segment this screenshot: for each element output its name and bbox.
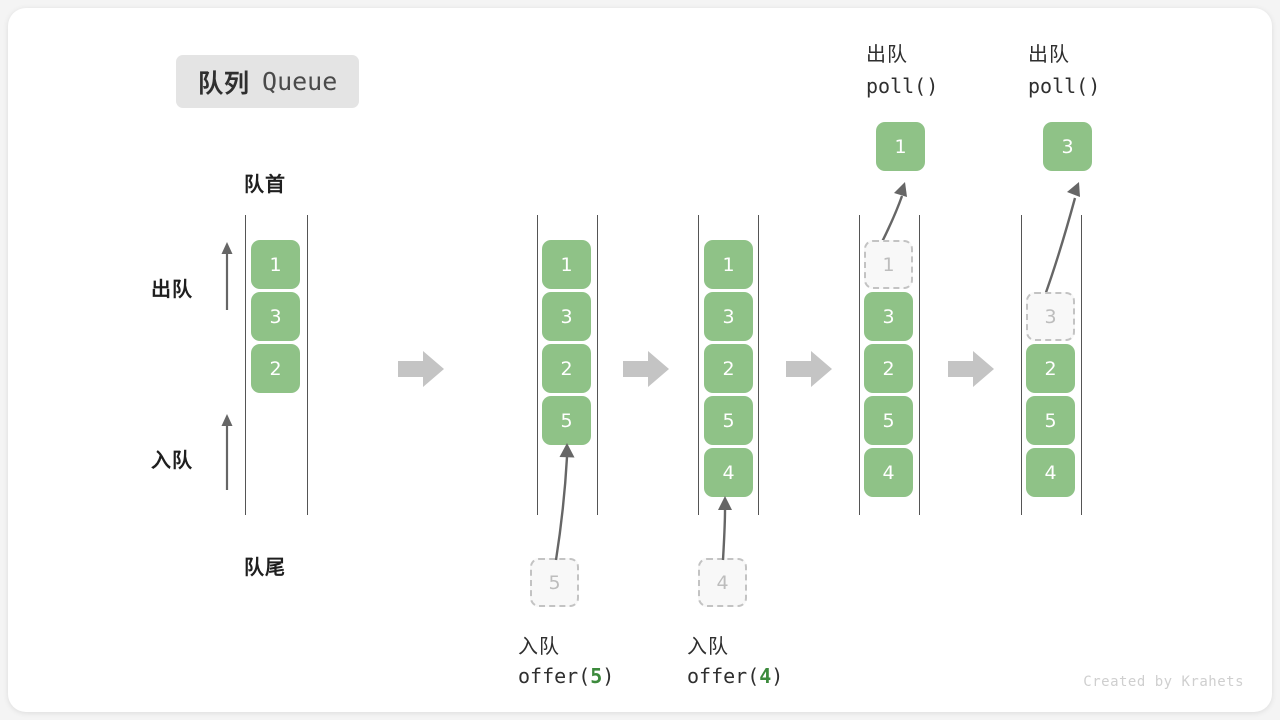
queue-rear-label: 队尾 (244, 555, 286, 579)
queue-item: 1 (542, 240, 591, 289)
title-chinese: 队列 (198, 68, 251, 98)
step-arrow-icon (398, 351, 444, 387)
queue-rail-right-2 (597, 215, 598, 515)
queue-item: 2 (864, 344, 913, 393)
offer4-label-cn: 入队 (687, 634, 729, 658)
queue-item: 3 (251, 292, 300, 341)
diagram-title-badge: 队列 Queue (176, 55, 360, 108)
offer4-code-suffix: ) (771, 664, 784, 688)
queue-rail-left-3 (698, 215, 699, 515)
queue-item: 1 (251, 240, 300, 289)
dequeue-curve-arrow-icon (1042, 182, 1080, 299)
dequeue-direction-label: 出队 (151, 277, 193, 301)
offer4-label-code: offer(4) (687, 664, 783, 688)
step-arrow-icon (948, 351, 994, 387)
poll2-label-cn: 出队 (1028, 42, 1070, 66)
queue-item: 4 (1026, 448, 1075, 497)
step-arrow-icon (786, 351, 832, 387)
poll1-label-code: poll() (866, 74, 939, 98)
pending-enqueue-item: 5 (530, 558, 579, 607)
dequeued-ghost-item: 3 (1026, 292, 1075, 341)
queue-item: 2 (704, 344, 753, 393)
enqueue-curve-arrow-icon (554, 443, 575, 561)
queue-item: 4 (864, 448, 913, 497)
step-arrow-icon (623, 351, 669, 387)
dequeued-ghost-item: 1 (864, 240, 913, 289)
queue-item: 3 (864, 292, 913, 341)
poll1-label-cn: 出队 (866, 42, 908, 66)
poll2-label-code: poll() (1028, 74, 1101, 98)
offer5-code-prefix: offer( (518, 664, 591, 688)
queue-rail-right-3 (758, 215, 759, 515)
enqueue-direction-label: 入队 (151, 448, 193, 472)
queue-item: 5 (1026, 396, 1075, 445)
queue-item: 5 (864, 396, 913, 445)
polled-result-item: 3 (1043, 122, 1092, 171)
queue-item: 2 (1026, 344, 1075, 393)
queue-rail-left-4 (859, 215, 860, 515)
queue-rail-left-1 (245, 215, 246, 515)
offer4-code-arg: 4 (759, 664, 772, 688)
offer5-label-cn: 入队 (518, 634, 560, 658)
queue-item: 1 (704, 240, 753, 289)
queue-item-new: 4 (704, 448, 753, 497)
dequeue-curve-arrow-icon (879, 182, 907, 245)
queue-rail-right-4 (919, 215, 920, 515)
queue-item-new: 5 (542, 396, 591, 445)
queue-item: 2 (251, 344, 300, 393)
polled-result-item: 1 (876, 122, 925, 171)
queue-rail-left-5 (1021, 215, 1022, 515)
footer-credit: Created by Krahets (1083, 674, 1244, 690)
offer4-code-prefix: offer( (687, 664, 760, 688)
queue-rail-right-5 (1081, 215, 1082, 515)
queue-item: 2 (542, 344, 591, 393)
enqueue-direction-arrow-icon (221, 414, 233, 490)
diagram-card: 队列 Queue 队首 队尾 出队 入队 1 3 2 1 (8, 8, 1272, 712)
queue-rail-right-1 (307, 215, 308, 515)
offer5-code-arg: 5 (590, 664, 603, 688)
offer5-label-code: offer(5) (518, 664, 614, 688)
pending-enqueue-item: 4 (698, 558, 747, 607)
queue-item: 3 (542, 292, 591, 341)
offer5-code-suffix: ) (602, 664, 615, 688)
enqueue-curve-arrow-icon (718, 496, 732, 561)
queue-item: 3 (704, 292, 753, 341)
queue-rail-left-2 (537, 215, 538, 515)
queue-front-label: 队首 (244, 172, 286, 196)
dequeue-direction-arrow-icon (221, 242, 233, 310)
queue-item: 5 (704, 396, 753, 445)
title-english: Queue (262, 67, 338, 96)
